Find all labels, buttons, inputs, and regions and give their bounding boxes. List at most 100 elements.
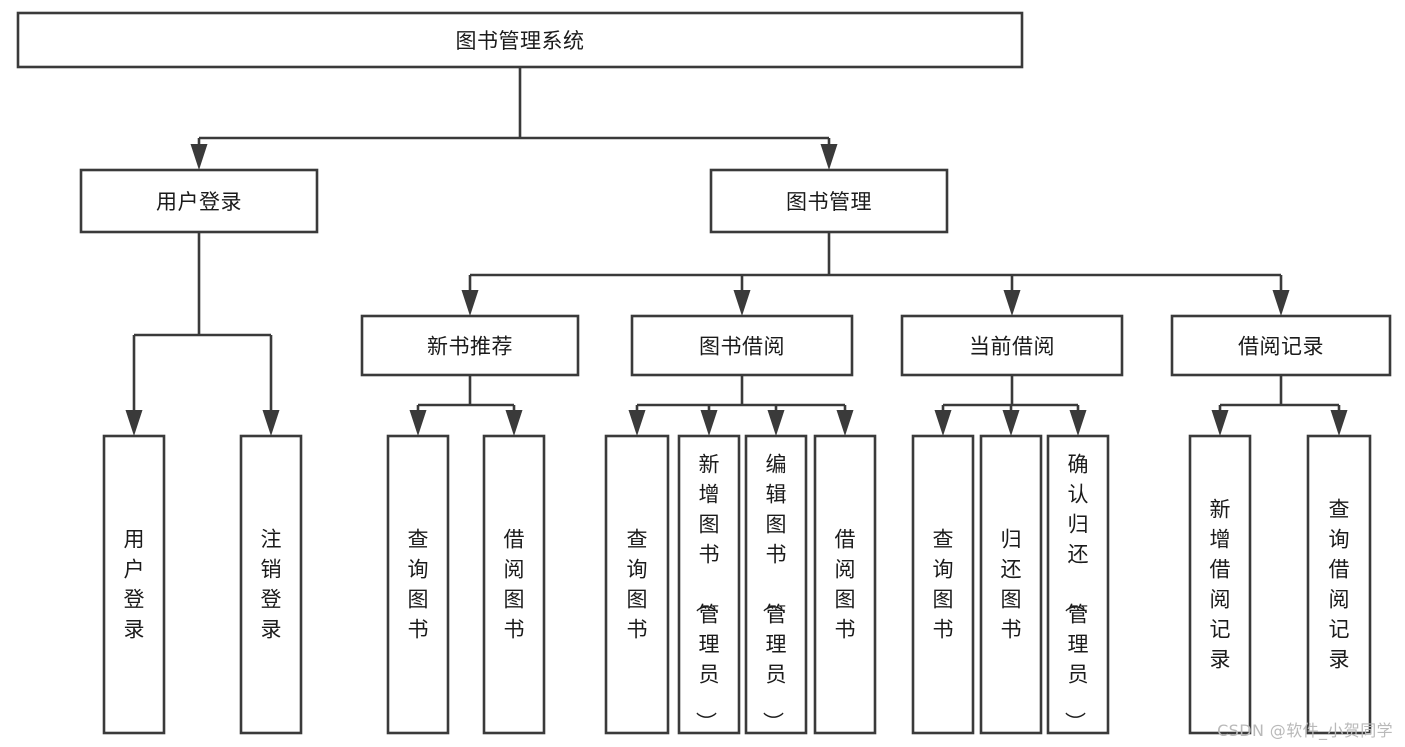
node-root[interactable]: 图书管理系统 bbox=[16, 11, 1024, 69]
connector-bookmgmt-to-newbook bbox=[461, 275, 479, 316]
node-newbook-borrow[interactable]: 借阅图书 bbox=[482, 434, 546, 735]
node-label-bookmgmt: 图书管理 bbox=[786, 190, 872, 214]
connector-group-newbook bbox=[409, 375, 523, 436]
node-borrow-query[interactable]: 查询图书 bbox=[604, 434, 670, 735]
node-box-login[interactable] bbox=[79, 168, 319, 234]
node-label-current: 当前借阅 bbox=[969, 335, 1055, 359]
node-newbook[interactable]: 新书推荐 bbox=[360, 314, 580, 377]
node-label-records: 借阅记录 bbox=[1238, 335, 1324, 359]
node-label-login-user: 用户登录 bbox=[124, 528, 145, 642]
node-label-current-query: 查询图书 bbox=[933, 528, 954, 642]
connector-bookmgmt-to-borrow bbox=[733, 275, 751, 316]
node-label-borrow-edit: 编辑图书（管理员） bbox=[761, 453, 787, 733]
connector-current-to-current-query bbox=[934, 405, 952, 436]
connector-newbook-to-newbook-borrow bbox=[505, 405, 523, 436]
arrow-head-icon bbox=[934, 410, 952, 436]
node-label-newbook: 新书推荐 bbox=[427, 335, 513, 359]
arrow-head-icon bbox=[409, 410, 427, 436]
connector-current-to-current-confirm bbox=[1069, 405, 1087, 436]
arrow-head-icon bbox=[1003, 290, 1021, 316]
connector-current-to-current-return bbox=[1002, 405, 1020, 436]
node-label-newbook-borrow: 借阅图书 bbox=[504, 528, 525, 642]
connector-group-current bbox=[934, 375, 1087, 436]
connector-bookmgmt-to-current bbox=[1003, 275, 1021, 316]
node-label-login: 用户登录 bbox=[156, 190, 242, 214]
node-label-records-query: 查询借阅记录 bbox=[1329, 498, 1350, 672]
arrow-head-icon bbox=[262, 410, 280, 436]
node-login[interactable]: 用户登录 bbox=[79, 168, 319, 234]
node-records-add[interactable]: 新增借阅记录 bbox=[1188, 434, 1252, 735]
connector-layer bbox=[125, 67, 1348, 436]
node-current[interactable]: 当前借阅 bbox=[900, 314, 1124, 377]
node-label-current-return: 归还图书 bbox=[1001, 528, 1022, 642]
node-box-borrow[interactable] bbox=[630, 314, 854, 377]
arrow-head-icon bbox=[1330, 410, 1348, 436]
connector-group-bookmgmt bbox=[461, 232, 1290, 316]
node-label-borrow: 图书借阅 bbox=[699, 335, 785, 359]
connector-borrow-to-borrow-query bbox=[628, 405, 646, 436]
node-box-records-query[interactable] bbox=[1306, 434, 1372, 735]
node-label-login-logout: 注销登录 bbox=[261, 528, 282, 642]
node-label-borrow-take: 借阅图书 bbox=[835, 528, 856, 642]
arrow-head-icon bbox=[836, 410, 854, 436]
arrow-head-icon bbox=[1069, 410, 1087, 436]
node-box-borrow-add[interactable] bbox=[677, 434, 741, 735]
arrow-head-icon bbox=[505, 410, 523, 436]
connector-group-login bbox=[125, 232, 280, 436]
connector-records-to-records-add bbox=[1211, 405, 1229, 436]
connector-root-to-bookmgmt bbox=[820, 138, 838, 170]
node-box-login-logout[interactable] bbox=[239, 434, 303, 735]
node-box-newbook-query[interactable] bbox=[386, 434, 450, 735]
node-newbook-query[interactable]: 查询图书 bbox=[386, 434, 450, 735]
node-bookmgmt[interactable]: 图书管理 bbox=[709, 168, 949, 234]
node-box-bookmgmt[interactable] bbox=[709, 168, 949, 234]
arrow-head-icon bbox=[767, 410, 785, 436]
connector-group-records bbox=[1211, 375, 1348, 436]
node-box-current[interactable] bbox=[900, 314, 1124, 377]
node-box-root[interactable] bbox=[16, 11, 1024, 69]
arrow-head-icon bbox=[820, 144, 838, 170]
node-box-login-user[interactable] bbox=[102, 434, 166, 735]
node-box-borrow-edit[interactable] bbox=[744, 434, 808, 735]
connector-bookmgmt-to-records bbox=[1272, 275, 1290, 316]
arrow-head-icon bbox=[1002, 410, 1020, 436]
connector-borrow-to-borrow-add bbox=[700, 405, 718, 436]
arrow-head-icon bbox=[733, 290, 751, 316]
node-label-borrow-add: 新增图书（管理员） bbox=[694, 453, 720, 733]
connector-borrow-to-borrow-edit bbox=[767, 405, 785, 436]
node-borrow[interactable]: 图书借阅 bbox=[630, 314, 854, 377]
arrow-head-icon bbox=[461, 290, 479, 316]
node-current-return[interactable]: 归还图书 bbox=[979, 434, 1043, 735]
node-login-user[interactable]: 用户登录 bbox=[102, 434, 166, 735]
node-login-logout[interactable]: 注销登录 bbox=[239, 434, 303, 735]
arrow-head-icon bbox=[190, 144, 208, 170]
node-box-newbook-borrow[interactable] bbox=[482, 434, 546, 735]
node-box-records[interactable] bbox=[1170, 314, 1392, 377]
node-borrow-edit[interactable]: 编辑图书（管理员） bbox=[744, 434, 808, 735]
node-box-borrow-take[interactable] bbox=[813, 434, 877, 735]
node-box-current-confirm[interactable] bbox=[1046, 434, 1110, 735]
node-box-current-return[interactable] bbox=[979, 434, 1043, 735]
node-current-confirm[interactable]: 确认归还（管理员） bbox=[1046, 434, 1110, 735]
node-current-query[interactable]: 查询图书 bbox=[911, 434, 975, 735]
connector-records-to-records-query bbox=[1330, 405, 1348, 436]
arrow-head-icon bbox=[1211, 410, 1229, 436]
node-borrow-add[interactable]: 新增图书（管理员） bbox=[677, 434, 741, 735]
node-box-records-add[interactable] bbox=[1188, 434, 1252, 735]
node-records[interactable]: 借阅记录 bbox=[1170, 314, 1392, 377]
node-label-newbook-query: 查询图书 bbox=[408, 528, 429, 642]
node-records-query[interactable]: 查询借阅记录 bbox=[1306, 434, 1372, 735]
node-box-current-query[interactable] bbox=[911, 434, 975, 735]
connector-borrow-to-borrow-take bbox=[836, 405, 854, 436]
node-box-borrow-query[interactable] bbox=[604, 434, 670, 735]
node-label-borrow-query: 查询图书 bbox=[627, 528, 648, 642]
node-borrow-take[interactable]: 借阅图书 bbox=[813, 434, 877, 735]
connector-root-to-login bbox=[190, 138, 208, 170]
arrow-head-icon bbox=[1272, 290, 1290, 316]
node-layer: 图书管理系统用户登录图书管理新书推荐图书借阅当前借阅借阅记录用户登录注销登录查询… bbox=[16, 11, 1392, 735]
node-label-root: 图书管理系统 bbox=[456, 29, 585, 53]
connector-newbook-to-newbook-query bbox=[409, 405, 427, 436]
node-box-newbook[interactable] bbox=[360, 314, 580, 377]
